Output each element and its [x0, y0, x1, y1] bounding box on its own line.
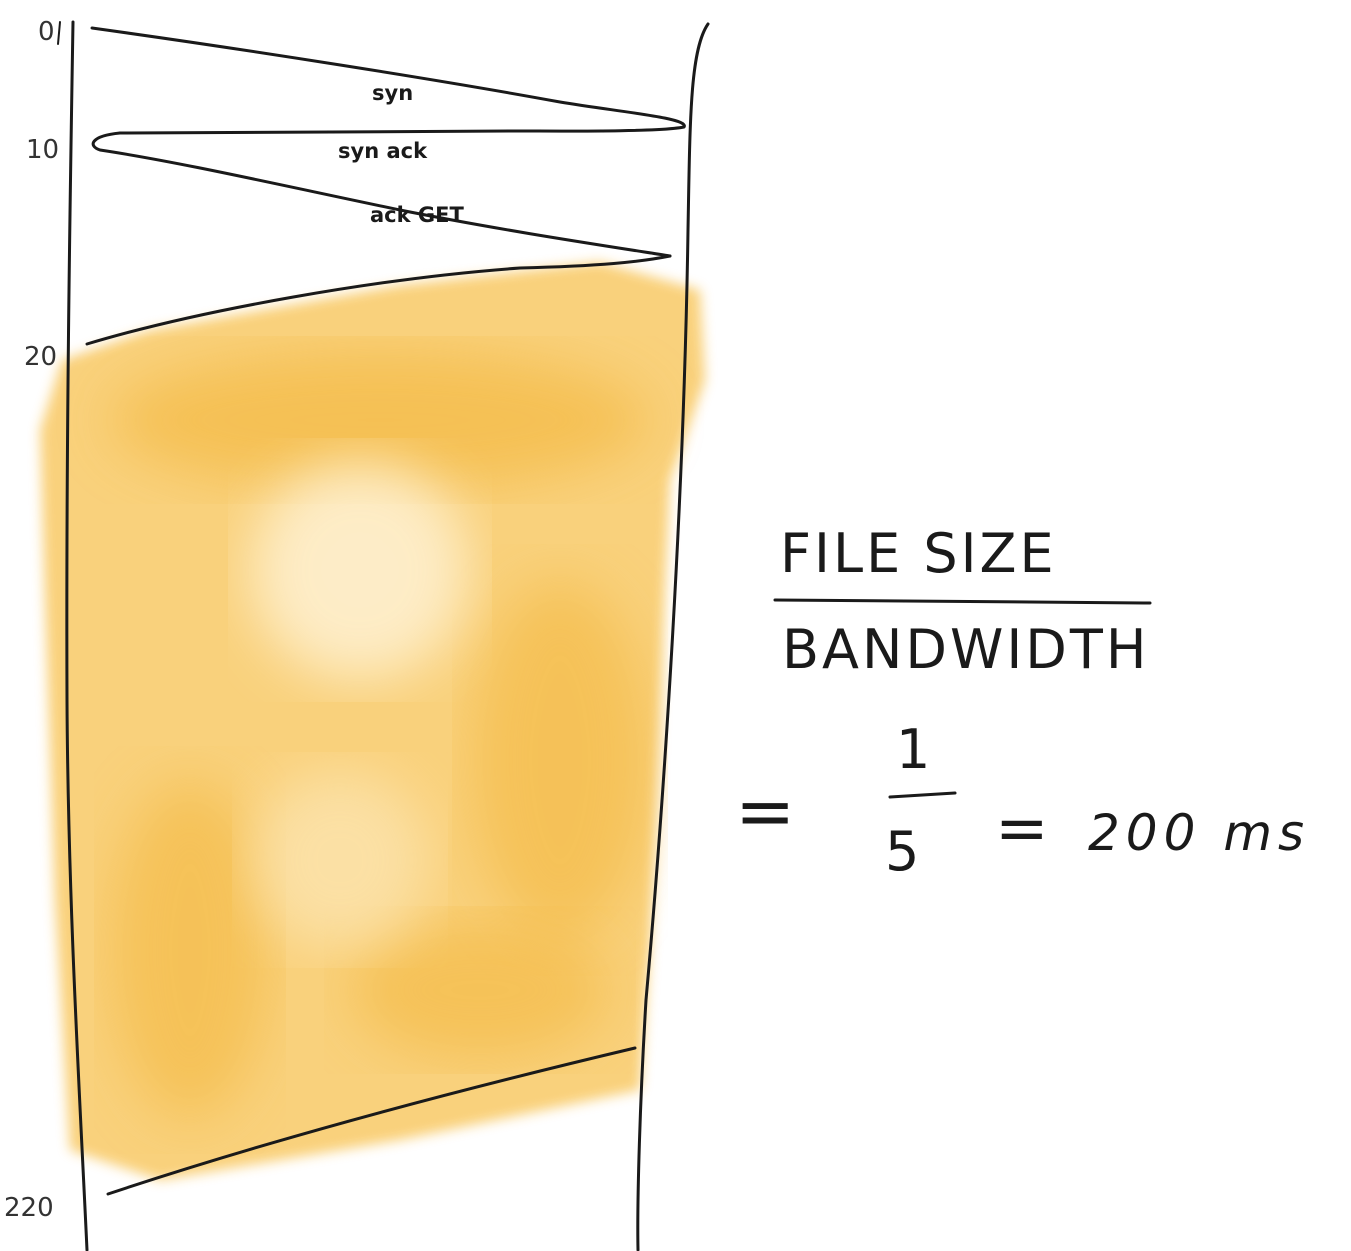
ack-get-arrow [85, 254, 672, 346]
fraction-numerator: 1 [896, 718, 933, 781]
formula-numerator: FILE SIZE [780, 522, 1057, 585]
formula-result: 200 ms [1088, 804, 1310, 862]
ack-get-label: ack GET [370, 203, 464, 227]
synack-label: syn ack [338, 139, 428, 163]
syn-arrow [90, 26, 686, 135]
syn-label: syn [372, 81, 413, 105]
tick-label-20: 20 [24, 342, 57, 372]
tick-mark-0 [57, 21, 61, 45]
tick-label-10: 10 [26, 135, 59, 165]
fraction-bar-small [888, 791, 957, 799]
equals-sign-2: = [995, 792, 1052, 866]
formula-denominator: BANDWIDTH [782, 618, 1149, 681]
tick-label-220: 220 [4, 1193, 54, 1223]
transfer-time-formula: FILE SIZE BANDWIDTH = 1 5 = 200 ms [735, 522, 1310, 883]
server-timeline [636, 22, 710, 1251]
response-end-line [106, 1046, 637, 1196]
tick-label-0: 0 [38, 17, 55, 47]
equals-sign-1: = [735, 769, 798, 853]
synack-arrow [91, 131, 672, 258]
client-timeline [65, 20, 89, 1251]
fraction-bar [773, 598, 1152, 605]
fraction-denominator: 5 [885, 820, 922, 883]
data-transfer-region [40, 262, 705, 1180]
